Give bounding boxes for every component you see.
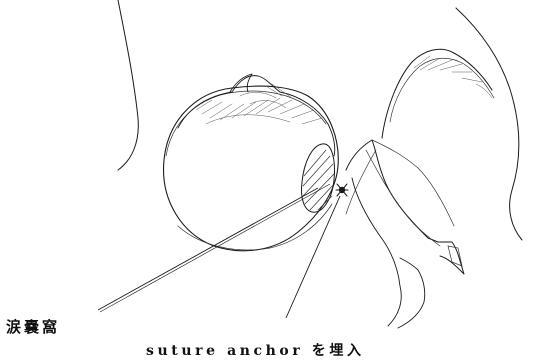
eyeball-sketch-line (166, 91, 326, 156)
label-suture-anchor: suture anchor を埋入 (146, 340, 365, 360)
tissue-mass (178, 76, 335, 156)
nasal-bone-inner (352, 178, 401, 326)
leader-line-fossa (98, 188, 318, 310)
socket-outline-left (118, 0, 138, 170)
label-lacrimal-fossa: 涙嚢窩 (6, 316, 60, 337)
skin-contour-right (456, 8, 522, 240)
suture-anchor (336, 184, 348, 196)
leader-line-fossa-2 (100, 184, 330, 312)
frontal-process-inner (390, 58, 494, 122)
nasal-bone-tip (448, 246, 462, 266)
nasal-bone-lower (398, 258, 425, 328)
nasal-bone (346, 140, 464, 274)
lacrimal-fossa (301, 144, 334, 212)
tissue-hatching (196, 84, 322, 124)
leader-line-anchor (286, 196, 340, 318)
frontal-process (382, 49, 492, 138)
